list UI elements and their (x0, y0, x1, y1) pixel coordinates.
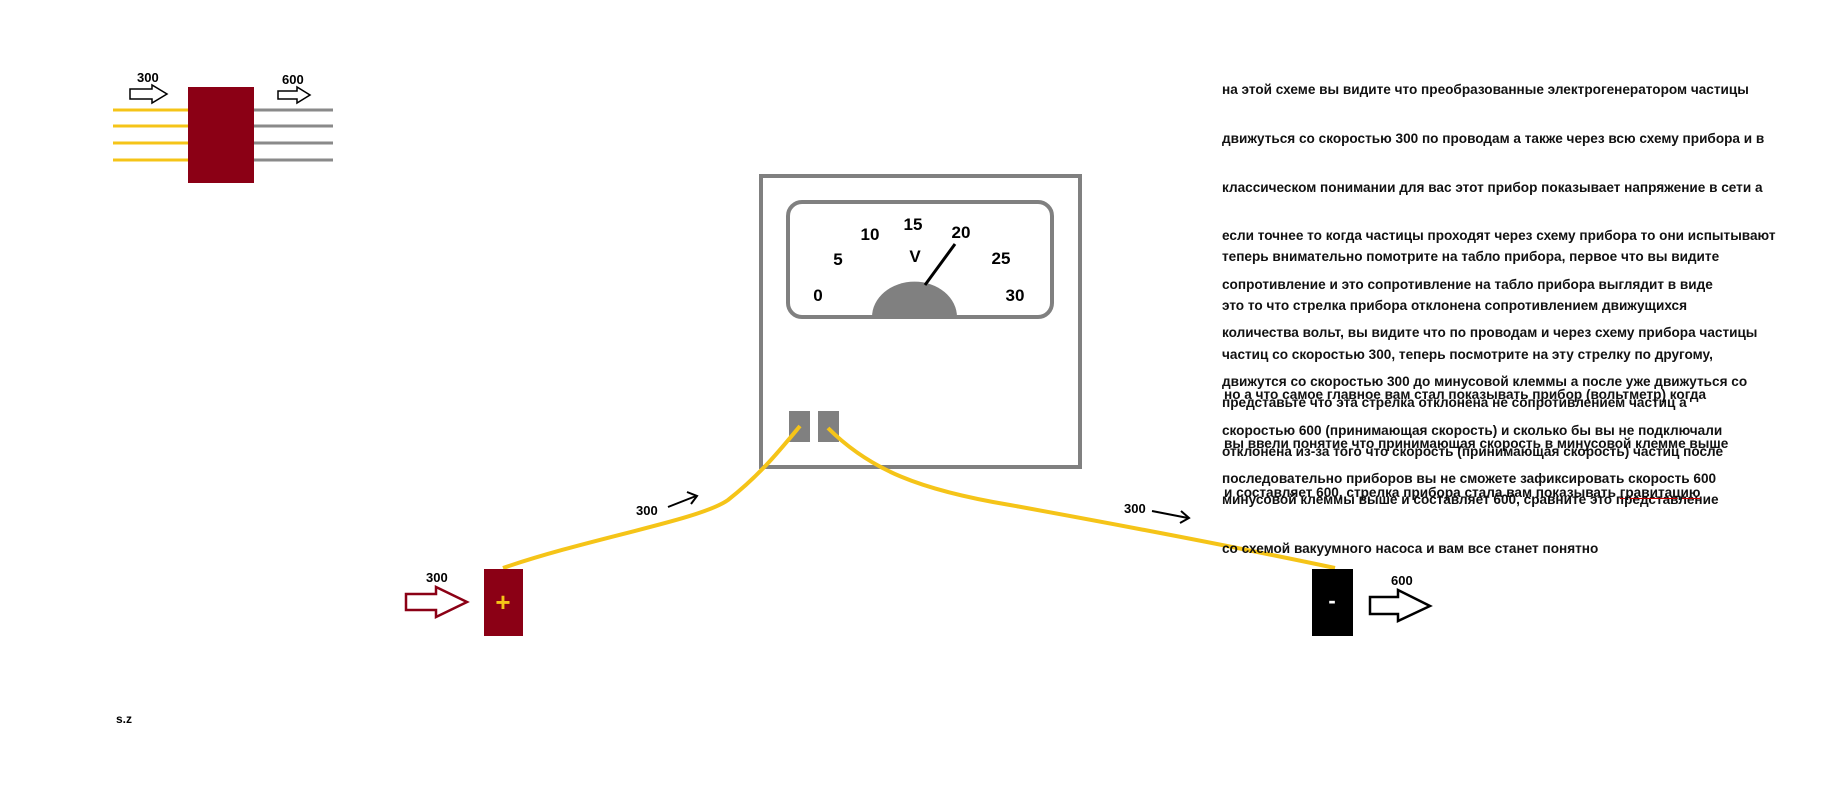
scale-label-20: 20 (952, 223, 971, 242)
generator-output-wires (253, 108, 333, 162)
negative-terminal-speed: 600 (1391, 573, 1413, 588)
generator-body (188, 87, 254, 183)
scale-label-10: 10 (861, 225, 880, 244)
meter-unit-label: V (909, 247, 921, 266)
scale-label-0: 0 (813, 286, 822, 305)
generator-out-arrow-icon (277, 85, 312, 105)
text-line-prefix: и составляет 600, стрелка прибора стала … (1224, 484, 1620, 500)
paragraph-1: на этой схеме вы видите что преобразован… (1222, 50, 1775, 504)
text-line: со схемой вакуумного насоса и вам все ст… (1222, 541, 1599, 557)
wire-right-speed: 300 (1124, 501, 1146, 516)
positive-terminal-body (484, 569, 523, 636)
minus-icon: - (1328, 588, 1335, 613)
positive-terminal-speed: 300 (426, 570, 448, 585)
wire-left (502, 424, 802, 570)
signature: s.z (116, 712, 132, 726)
text-line: теперь внимательно помотрите на табло пр… (1222, 249, 1720, 265)
text-line: количества вольт, вы видите что по прово… (1222, 325, 1758, 341)
voltmeter: 0 5 10 15 20 25 30 V (759, 174, 1082, 469)
generator-in-speed: 300 (137, 70, 159, 85)
text-line: движуться со скоростью 300 по проводам а… (1222, 131, 1765, 147)
text-line: классическом понимании для вас этот приб… (1222, 179, 1763, 195)
meter-needle (923, 243, 957, 286)
wire-left-arrow-icon (667, 491, 699, 508)
wire-right (826, 426, 1336, 570)
scale-label-30: 30 (1006, 286, 1025, 305)
negative-terminal-body (1312, 569, 1353, 636)
text-line: это то что стрелка прибора отклонена соп… (1222, 298, 1688, 314)
wire-left-speed: 300 (636, 503, 658, 518)
positive-terminal: + 300 (404, 569, 523, 636)
text-line: последовательно приборов вы не сможете з… (1222, 471, 1717, 487)
plus-icon: + (495, 587, 510, 617)
generator-input-wires (113, 108, 190, 162)
text-line: сопротивление и это сопротивление на таб… (1222, 276, 1713, 292)
scale-label-5: 5 (833, 250, 842, 269)
scale-label-15: 15 (904, 215, 923, 234)
text-line: вы ввели понятие что принимающая скорост… (1224, 436, 1729, 452)
text-line: представьте что эта стрелка отклонена не… (1222, 395, 1687, 411)
generator: 300 600 (113, 70, 333, 183)
paragraph-2: теперь внимательно помотрите на табло пр… (1222, 217, 1723, 573)
text-line: скоростью 600 (принимающая скорость) и с… (1222, 422, 1723, 438)
text-line: но а что самое главное вам стал показыва… (1224, 387, 1707, 403)
text-line: если точнее то когда частицы проходят че… (1222, 228, 1776, 244)
scale-label-25: 25 (992, 249, 1011, 268)
text-line: и составляет 600, стрелка прибора стала … (1224, 485, 1728, 501)
negative-terminal: - 600 (1312, 569, 1433, 636)
paragraph-3: но а что самое главное вам стал показыва… (1224, 355, 1728, 517)
generator-out-speed: 600 (282, 72, 304, 87)
positive-input-arrow-icon (404, 585, 470, 619)
text-line: частиц со скоростью 300, теперь посмотри… (1222, 346, 1713, 362)
negative-output-arrow-icon (1368, 587, 1433, 623)
text-line: движутся со скоростью 300 до минусовой к… (1222, 374, 1748, 390)
wire-right-arrow-icon (1151, 510, 1191, 524)
meter-needle-hub (872, 281, 957, 317)
underlined-word: гравитацию (1619, 484, 1701, 500)
generator-in-arrow-icon (129, 83, 169, 105)
text-line: отклонена из-за того что скорость (прини… (1222, 443, 1724, 459)
text-line: минусовой клеммы выше и составляет 600, … (1222, 492, 1719, 508)
text-line: на этой схеме вы видите что преобразован… (1222, 82, 1749, 98)
